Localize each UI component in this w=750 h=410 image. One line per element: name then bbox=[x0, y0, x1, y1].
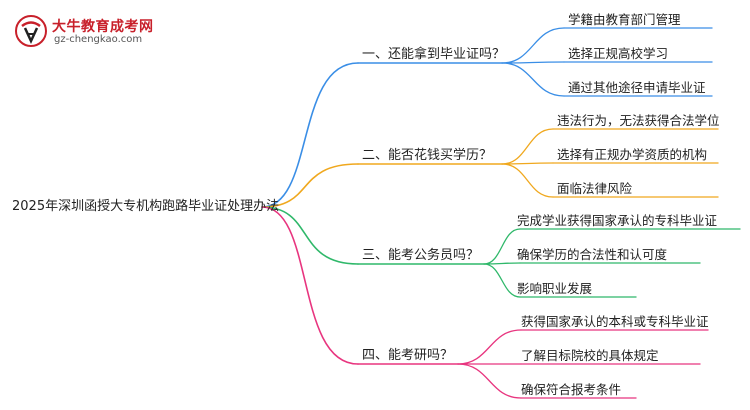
logo-url: gz-chengkao.com bbox=[54, 34, 143, 45]
leaf-3-3: 影响职业发展 bbox=[517, 281, 593, 296]
leaf-1-3: 通过其他途径申请毕业证 bbox=[568, 80, 706, 95]
leaf-3-2: 确保学历的合法性和认可度 bbox=[517, 247, 668, 262]
leaf-4-3: 确保符合报考条件 bbox=[521, 382, 622, 397]
edge-branch-3-leaf-1 bbox=[483, 228, 521, 265]
edge-root-branch-4 bbox=[261, 206, 359, 365]
edge-branch-2-leaf-1 bbox=[501, 128, 554, 165]
edge-branch-3-leaf-3 bbox=[483, 263, 521, 298]
edge-branch-2-leaf-3 bbox=[501, 163, 554, 198]
branch-4-label: 四、能考研吗？ bbox=[362, 348, 454, 363]
edge-root-branch-1 bbox=[261, 62, 359, 208]
edge-branch-1-leaf-3 bbox=[501, 62, 565, 97]
branch-3-label: 三、能考公务员吗？ bbox=[362, 248, 480, 263]
edge-branch-4-leaf-3 bbox=[457, 363, 522, 399]
leaf-1-2: 选择正规高校学习 bbox=[568, 46, 669, 61]
leaf-4-1: 获得国家承认的本科或专科毕业证 bbox=[521, 314, 709, 329]
edge-root-branch-2 bbox=[261, 163, 359, 208]
leaf-2-1: 违法行为，无法获得合法学位 bbox=[557, 113, 720, 128]
edge-branch-4-leaf-1 bbox=[457, 329, 522, 365]
leaf-2-2: 选择有正规办学资质的机构 bbox=[557, 147, 708, 162]
leaf-2-3: 面临法律风险 bbox=[557, 181, 633, 196]
edge-root-branch-3 bbox=[261, 206, 359, 265]
brand-logo[interactable]: 大牛教育成考网 gz-chengkao.com bbox=[6, 12, 181, 52]
logo-title: 大牛教育成考网 bbox=[52, 19, 154, 35]
branch-2-label: 二、能否花钱买学历？ bbox=[362, 148, 493, 163]
root-node: 2025年深圳函授大专机构跑路毕业证处理办法 bbox=[12, 199, 280, 214]
branch-1-label: 一、还能拿到毕业证吗？ bbox=[362, 47, 506, 62]
edge-branch-1-leaf-1 bbox=[501, 27, 565, 64]
ox-mascot-icon bbox=[15, 15, 47, 47]
leaf-3-1: 完成学业获得国家承认的专科毕业证 bbox=[517, 213, 718, 228]
connector-lines bbox=[261, 27, 741, 399]
leaf-1-1: 学籍由教育部门管理 bbox=[568, 12, 681, 27]
leaf-4-2: 了解目标院校的具体规定 bbox=[521, 348, 659, 363]
